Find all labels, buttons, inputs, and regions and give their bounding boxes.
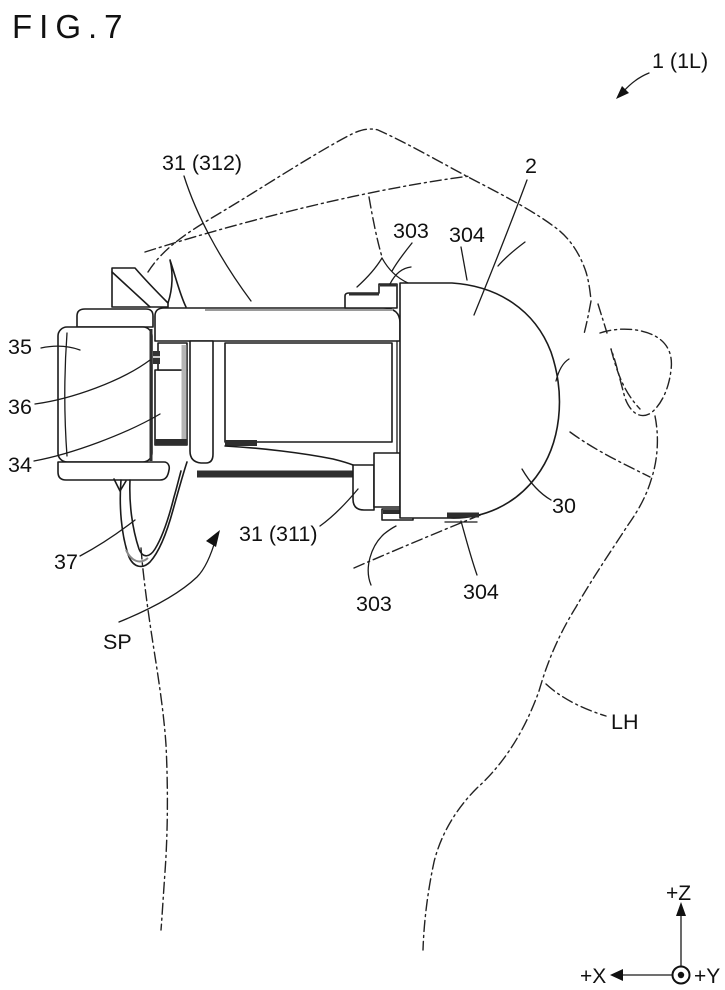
grip-ball xyxy=(400,283,559,518)
axis-x-arrowhead xyxy=(610,969,623,981)
hand-back-outline xyxy=(148,129,591,300)
label-strap: 37 xyxy=(54,550,78,574)
leader-top-button-outer xyxy=(461,247,467,280)
label-holder-bottom: 31 (311) xyxy=(239,522,317,546)
label-holder-top: 31 (312) xyxy=(162,151,242,175)
leader-ball xyxy=(522,469,551,500)
space-arrowhead xyxy=(206,530,220,547)
finger-crease-1 xyxy=(357,258,382,287)
leader-left-hand xyxy=(546,684,606,716)
leader-assembly-arrowhead xyxy=(616,86,629,99)
frame-top-bar xyxy=(155,308,400,341)
frame-opening xyxy=(225,343,392,442)
label-space: SP xyxy=(103,630,132,654)
leader-side-panel xyxy=(34,414,160,461)
fingertip-wedge xyxy=(556,359,569,381)
leader-strap xyxy=(80,520,135,556)
axis-z-label: +Z xyxy=(666,882,691,905)
label-assembly: 1 (1L) xyxy=(652,49,708,73)
leader-assembly xyxy=(623,73,649,92)
axis-x-label: +X xyxy=(580,965,606,988)
label-top-button-outer: 304 xyxy=(449,223,485,247)
strap-anchor-fold-line xyxy=(112,272,150,307)
axis-y-origin-dot xyxy=(677,971,685,979)
coordinate-axes: +Z +X +Y xyxy=(580,882,720,988)
figure-title: FIG.7 xyxy=(12,8,130,45)
palm-crease-line xyxy=(570,432,650,477)
label-latch: 36 xyxy=(8,395,32,419)
leader-lines xyxy=(34,73,649,716)
strap-inner-edge xyxy=(130,471,181,556)
axis-y-label: +Y xyxy=(694,965,720,988)
left-cap-bottom-bar xyxy=(58,462,169,480)
thumb-web-right xyxy=(598,304,607,333)
strap-tab xyxy=(114,479,126,491)
finger-web-creases xyxy=(357,242,569,381)
label-top-button-inner: 303 xyxy=(393,219,429,243)
leader-left-cap xyxy=(41,346,80,350)
label-body: 2 xyxy=(525,154,537,178)
strap-anchor-flag xyxy=(112,268,168,307)
thumb-inner-line xyxy=(611,349,640,409)
label-side-panel: 34 xyxy=(8,453,32,477)
label-left-hand: LH xyxy=(611,710,638,734)
wrist-left-edge xyxy=(141,548,167,930)
leader-holder-top xyxy=(184,176,251,301)
bottom-bracket-slab xyxy=(374,453,400,507)
index-finger-line xyxy=(369,197,382,257)
finger-crease-2 xyxy=(382,258,408,283)
reference-labels: FIG.7 1 (1L) 31 (312) 2 303 304 35 36 34… xyxy=(8,8,708,734)
leader-holder-bottom xyxy=(320,489,358,526)
left-cap-top-bar xyxy=(77,309,153,327)
strap-anchor-curl xyxy=(168,260,186,307)
label-left-cap: 35 xyxy=(8,335,32,359)
label-bottom-button-inner: 303 xyxy=(356,592,392,616)
thumb-web-left xyxy=(584,301,591,334)
thumb-outline xyxy=(600,329,671,415)
hand-knuckle-line xyxy=(145,176,470,252)
label-ball: 30 xyxy=(552,494,576,518)
leader-bottom-button-inner xyxy=(368,526,396,585)
leader-latch xyxy=(35,360,150,404)
axis-z-arrowhead xyxy=(676,902,686,916)
strap-bottom-shading xyxy=(126,550,148,561)
hand-right-edge xyxy=(423,416,657,950)
controller-device xyxy=(58,260,559,566)
label-bottom-button-outer: 304 xyxy=(463,580,499,604)
strap-outer-edge xyxy=(120,462,187,566)
space-arrow-curve xyxy=(119,538,216,622)
top-button-bracket xyxy=(345,284,397,308)
body-underside-curve xyxy=(225,446,353,465)
leader-top-button-inner xyxy=(392,243,412,271)
leader-body xyxy=(474,180,527,315)
finger-crease-4 xyxy=(498,242,525,266)
leader-bottom-button-outer xyxy=(461,521,477,575)
bottom-bracket-arm xyxy=(353,465,374,510)
left-hand-phantom-outline xyxy=(141,129,671,950)
finger-crease-3 xyxy=(390,267,411,284)
grip-bar xyxy=(190,341,213,463)
